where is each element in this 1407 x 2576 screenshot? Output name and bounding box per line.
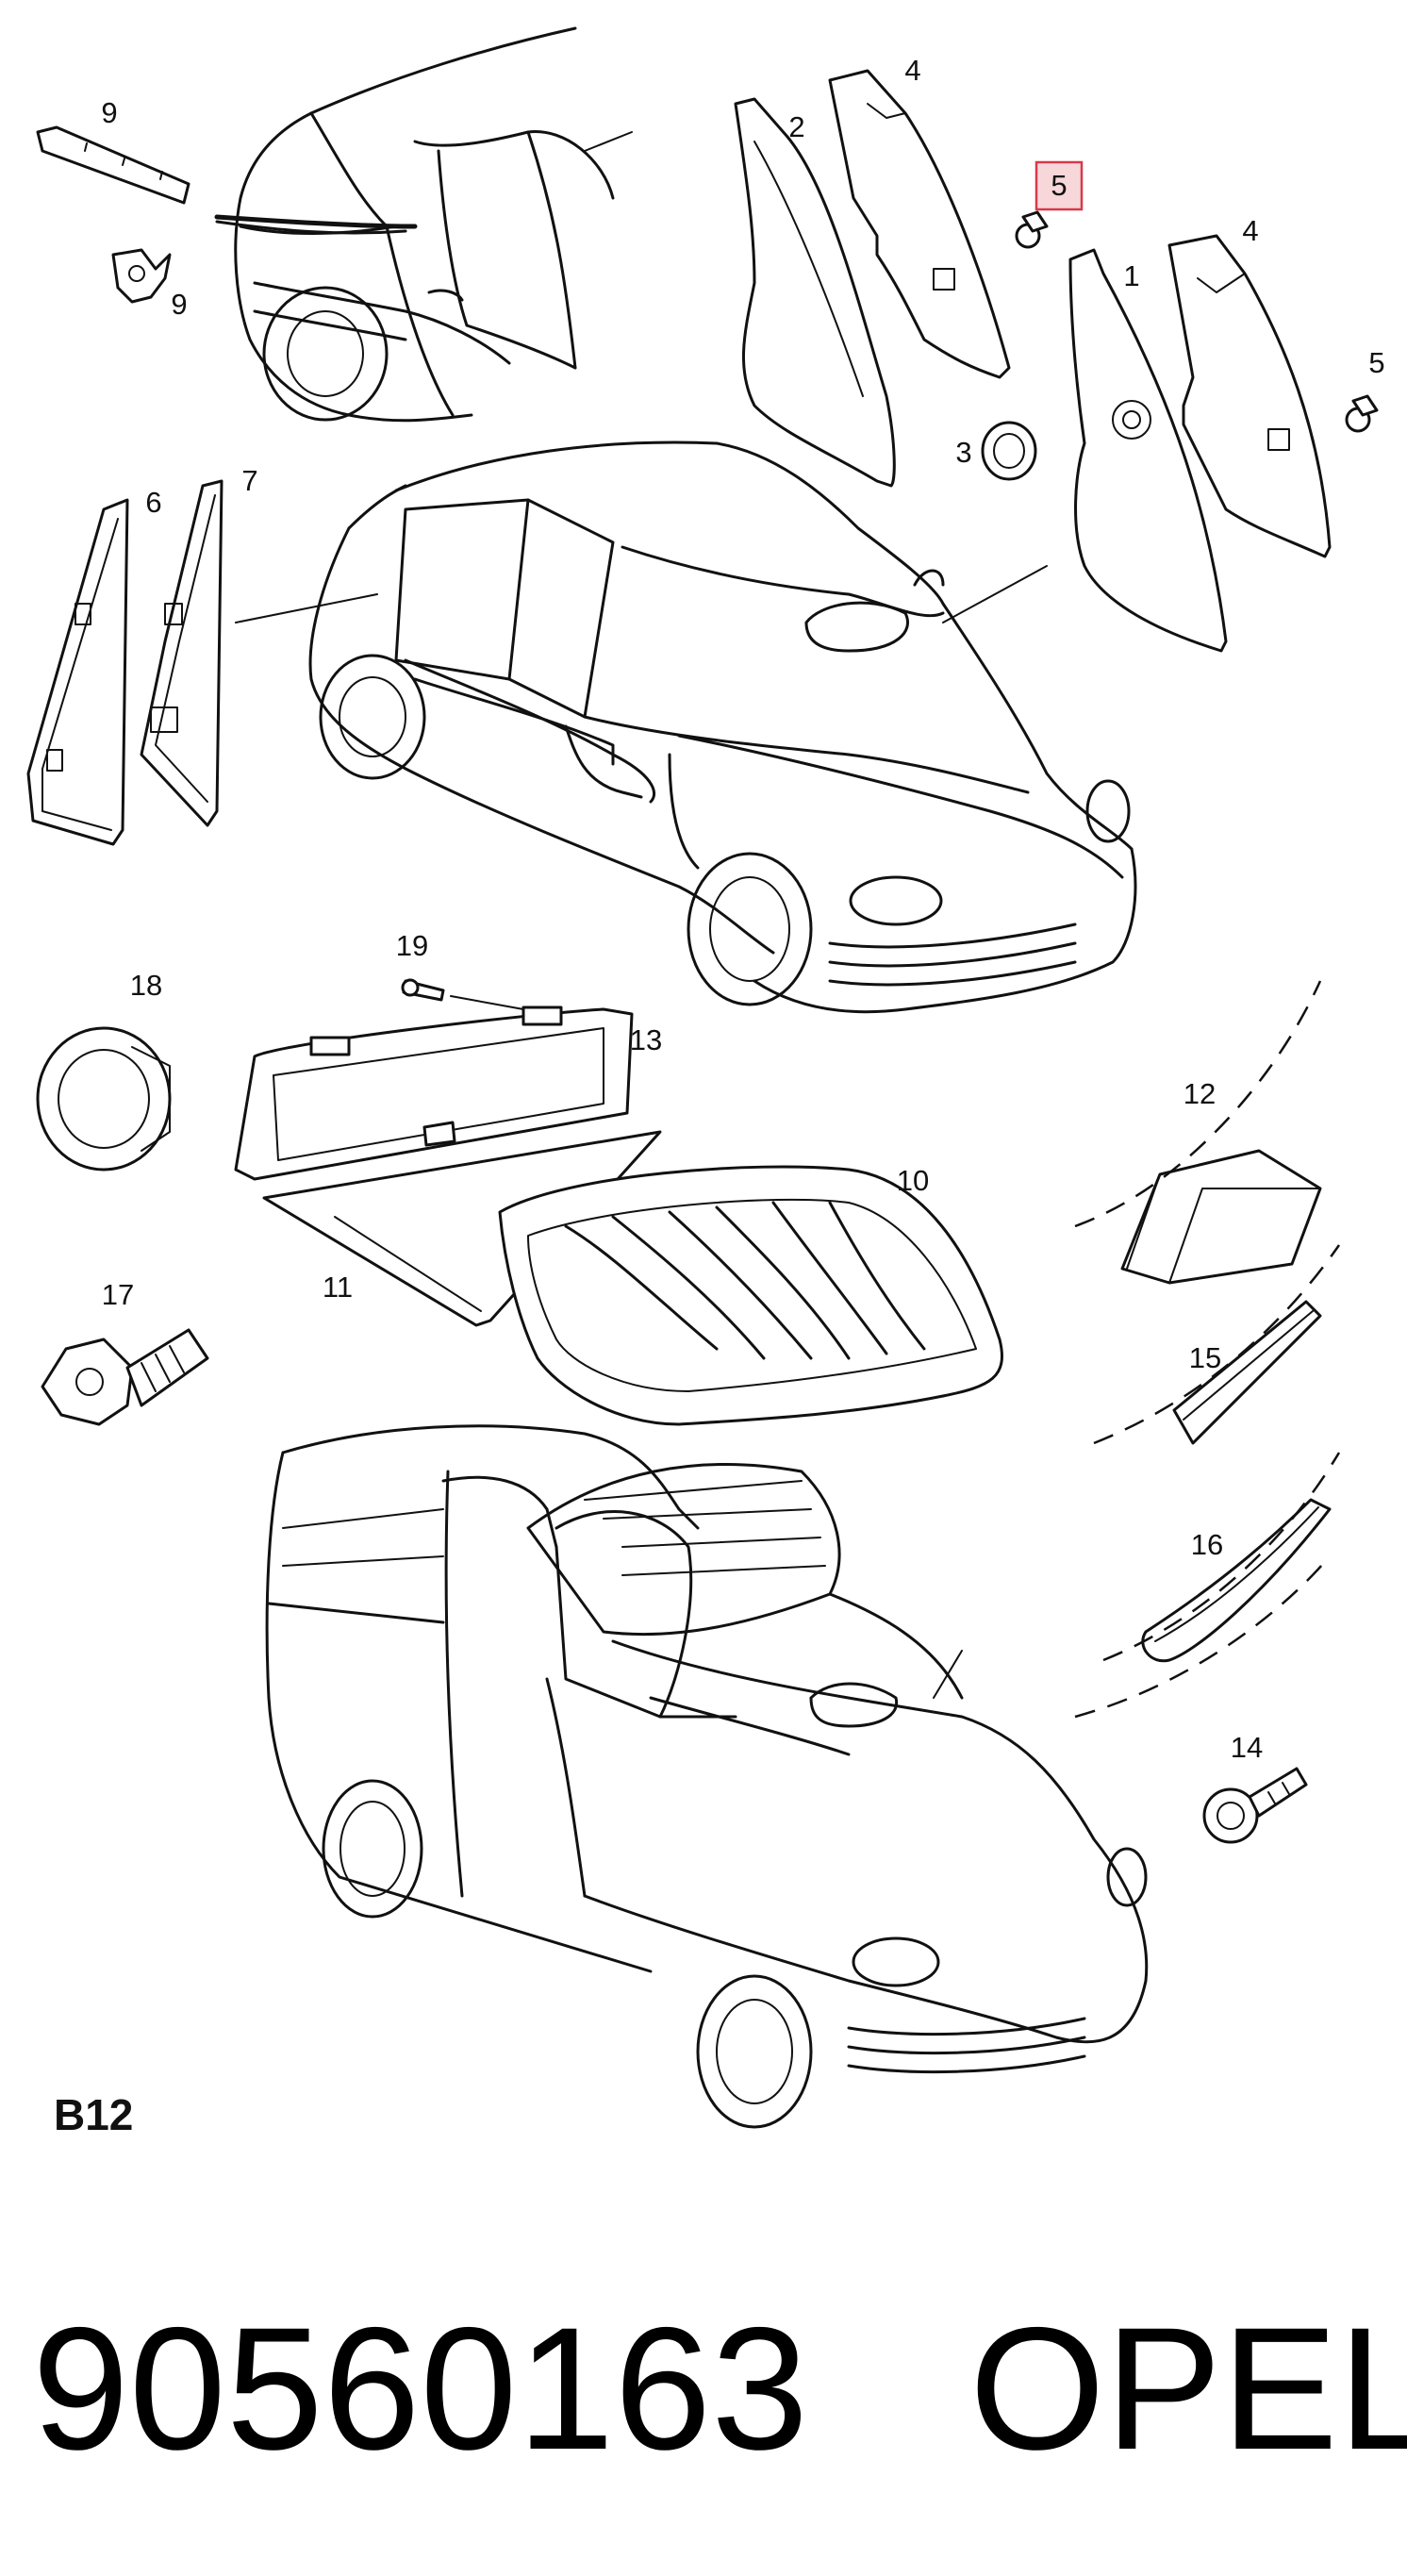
callout-7: 7 [241,464,257,497]
callout-18: 18 [130,969,162,1002]
callout-16: 16 [1191,1528,1223,1561]
part-9-clip [111,248,172,304]
van-drawing [265,1424,1149,2129]
callout-13: 13 [630,1023,662,1056]
part-19-screw [401,978,524,1010]
callout-8: 9 [101,96,117,129]
part-14-bolt [1202,1767,1308,1844]
guide-arc-2 [1093,1244,1341,1445]
part-11-glass-panel [262,1130,662,1327]
part-1-pillar-trim [1068,248,1228,653]
part-2-pillar-trim [734,97,896,488]
callout-1: 1 [1123,259,1139,292]
callout-19: 19 [396,929,428,962]
callout-11: 11 [323,1271,353,1304]
part-3-cap [981,421,1037,481]
callout-10: 10 [897,1164,929,1197]
part-15-seal-strip [1172,1300,1322,1445]
callout-12: 12 [1184,1077,1216,1110]
part-number: 90560163 [32,2292,808,2486]
part-12-seal-block [1120,1149,1322,1285]
highlight-box [1035,160,1084,211]
part-16-seal-strip [1141,1498,1332,1663]
guide-arc-1 [1074,980,1322,1228]
part-7-quarter-glass-trim [140,479,223,827]
rear-car-drawing [214,26,633,423]
hatchback-car-drawing [235,440,1137,1014]
callout-4-upper: 4 [904,54,920,87]
part-5-screw-upper [1015,210,1049,249]
callout-14: 14 [1231,1731,1263,1764]
callout-4-lower: 4 [1242,214,1258,247]
callout-15: 15 [1189,1341,1221,1374]
part-8-trim-strip [36,125,190,205]
part-5-screw-lower [1345,394,1379,433]
guide-arc-3 [1102,1452,1341,1662]
part-13-rear-window [234,1005,634,1181]
part-6-quarter-glass-trim [26,498,129,846]
callout-17: 17 [102,1278,134,1311]
part-10-roof-panel [498,1165,1003,1426]
guide-arc-4 [1074,1555,1331,1719]
callout-6: 6 [145,486,161,519]
part-4-trim-upper [828,69,1011,379]
figure-code: B12 [54,2090,133,2139]
callout-5-highlighted: 5 [1051,169,1067,202]
callout-2: 2 [788,110,804,143]
part-4-trim-lower [1167,234,1332,558]
part-18-grommet [36,1026,172,1172]
callout-9: 9 [171,288,187,321]
callout-3: 3 [955,436,971,469]
part-17-plug [41,1328,209,1426]
brand-name: OPEL [969,2292,1407,2486]
callout-5-lower: 5 [1368,346,1384,379]
